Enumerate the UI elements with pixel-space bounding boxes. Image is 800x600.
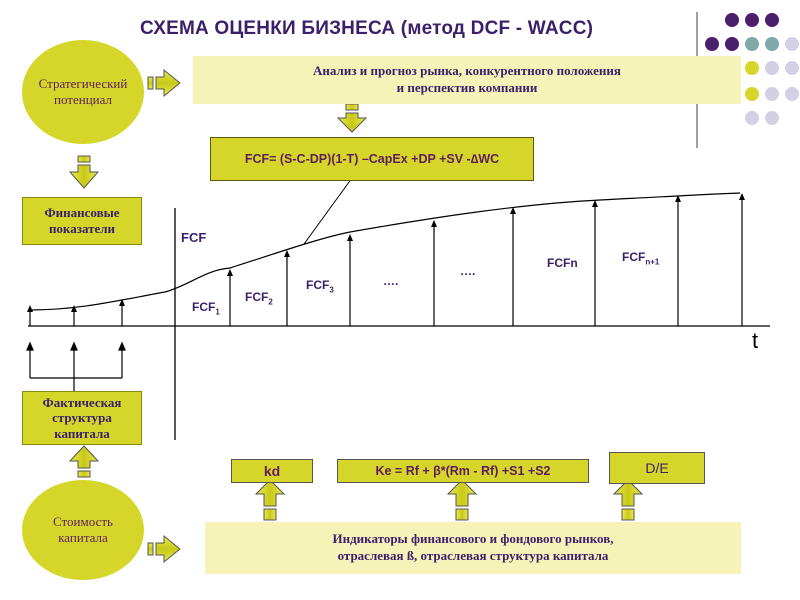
capital-structure-line-1: Фактическая [42, 394, 122, 410]
decorative-dot [765, 37, 779, 51]
capital-cost-line-1: Стоимость [53, 513, 113, 529]
financial-indicators-box: Финансовые показатели [22, 197, 142, 245]
fcf-bar-arrowhead [431, 220, 437, 227]
capital-structure-line-3: капитала [54, 425, 110, 441]
capital-cost-line-2: капитала [58, 530, 108, 545]
decorative-dot [705, 37, 719, 51]
capital-structure-box: Фактическая структура капитала [22, 391, 142, 445]
fcf-2-label: FCF2 [245, 290, 273, 307]
fcf-bar-arrowhead [347, 234, 353, 241]
de-box: D/E [609, 452, 705, 484]
decorative-dot [745, 61, 759, 75]
fcf-formula-box: FCF= (S-C-DP)(1-T) –CapEx +DP +SV -∆WC [210, 137, 534, 181]
fcf-bar-arrowhead [227, 269, 233, 276]
strategic-line-2: потенциал [54, 92, 112, 107]
arrow-down-banner-to-formula [336, 103, 368, 133]
time-axis-label: t [752, 328, 759, 353]
strategic-potential-oval: Стратегический потенциал [22, 40, 144, 144]
fcf-bar-arrowhead [592, 200, 598, 207]
arrow-down-oval-to-financial [68, 155, 100, 189]
fcf-bar-arrowhead [119, 299, 125, 306]
indicators-line-1: Индикаторы финансового и фондового рынко… [332, 531, 614, 547]
fcf-bar-arrowhead [27, 305, 33, 312]
formula-pointer-line [303, 177, 353, 245]
fcf-1-label: FCF1 [192, 300, 220, 317]
arrow-right-to-market-banner [147, 68, 181, 98]
ellipsis-label-2: …. [460, 264, 476, 278]
decorative-dot [725, 13, 739, 27]
fcf-bar-arrowhead [510, 207, 516, 214]
decorative-dot [745, 87, 759, 101]
arrow-up-capital-cost [68, 445, 100, 478]
decorative-dot [765, 87, 779, 101]
financial-line-2: показатели [48, 221, 116, 236]
decorative-dot [745, 37, 759, 51]
strategic-line-1: Стратегический [38, 75, 128, 91]
page-title: СХЕМА ОЦЕНКИ БИЗНЕСА (метод DCF - WACC) [140, 18, 594, 39]
decorative-dot [765, 13, 779, 27]
decorative-dot [725, 37, 739, 51]
fcf-axis-label: FCF [181, 230, 207, 245]
kd-box: kd [231, 459, 313, 483]
fcf-3-label: FCF3 [306, 278, 334, 295]
market-banner-line-1: Анализ и прогноз рынка, конкурентного по… [313, 63, 621, 79]
fcf-n-label: FCFn [547, 256, 578, 270]
capital-structure-line-2: структура [52, 410, 112, 426]
fcf-bar-arrowhead [284, 250, 290, 257]
historical-bracket [26, 341, 126, 392]
capital-cost-oval: Стоимость капитала [22, 480, 144, 580]
market-banner-line-2: и перспектив компании [396, 80, 538, 95]
arrow-up-de [612, 479, 644, 521]
financial-line-1: Финансовые [44, 205, 120, 221]
fcf-bar-arrowhead [675, 195, 681, 202]
decorative-dot [765, 111, 779, 125]
fcf-n-plus-1-label: FCFn+1 [622, 250, 660, 267]
ke-formula-box: Ke = Rf + β*(Rm - Rf) +S1 +S2 [337, 459, 589, 483]
fcf-curve [29, 192, 741, 311]
market-indicators-banner: Индикаторы финансового и фондового рынко… [205, 522, 741, 574]
arrow-up-kd [254, 479, 286, 521]
fcf-bar-arrowhead [739, 193, 745, 200]
decorative-dot [785, 87, 799, 101]
fcf-chart [27, 177, 770, 440]
fcf-bar-arrowhead [71, 305, 77, 312]
arrow-right-to-indicators-banner [147, 534, 181, 564]
decorative-dot [765, 61, 779, 75]
arrow-up-ke [446, 479, 478, 521]
decorative-dot [785, 37, 799, 51]
ellipsis-label-1: …. [383, 274, 399, 288]
decorative-dot [745, 111, 759, 125]
decorative-dot [745, 13, 759, 27]
market-analysis-banner: Анализ и прогноз рынка, конкурентного по… [193, 56, 741, 104]
indicators-line-2: отраслевая ß, отраслевая структура капит… [337, 548, 609, 563]
decorative-dot [785, 61, 799, 75]
